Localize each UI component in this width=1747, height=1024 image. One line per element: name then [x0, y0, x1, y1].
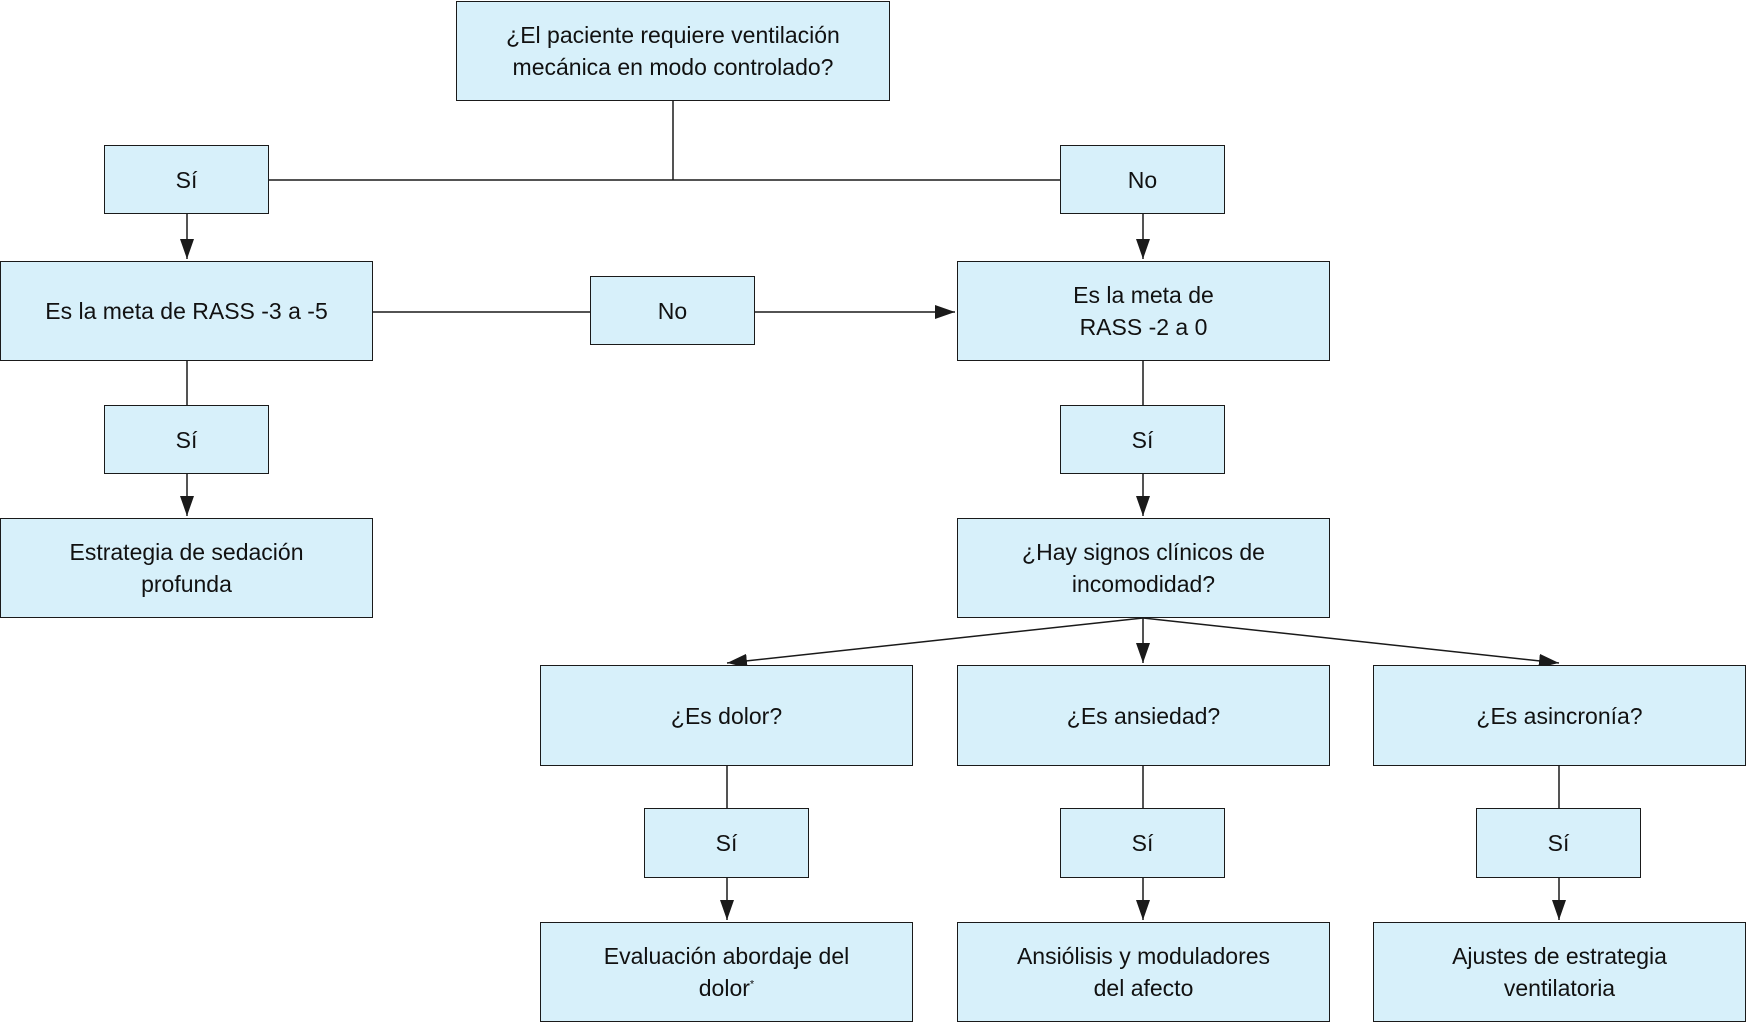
deep-sedation-strategy-box: Estrategia de sedación profunda — [0, 518, 373, 618]
yes-asynchrony-label: Sí — [1547, 830, 1570, 856]
asynchrony-question-box: ¿Es asincronía? — [1373, 665, 1746, 766]
discomfort-question-line1: ¿Hay signos clínicos de — [1022, 539, 1265, 565]
pain-action-footnote-mark: * — [749, 978, 755, 991]
pain-question-label: ¿Es dolor? — [670, 702, 783, 729]
arrow-discomfort-to-pain — [726, 617, 1144, 668]
yes-ventilation-label: Sí — [175, 166, 198, 193]
no-ventilation-label: No — [1127, 166, 1158, 193]
pain-action-line2: dolor — [698, 975, 750, 1001]
deep-sedation-goal-label: Es la meta de RASS -3 a -5 — [45, 298, 328, 324]
anxiety-action-box: Ansiólisis y moduladores del afecto — [957, 922, 1330, 1022]
anxiety-question-box: ¿Es ansiedad? — [957, 665, 1330, 766]
pain-action-line1: Evaluación abordaje del — [603, 943, 850, 969]
light-sedation-goal-line1: Es la meta de — [1073, 282, 1214, 308]
yes-deep-goal-label: Sí — [175, 426, 198, 453]
question-ventilation-line1: ¿El paciente requiere ventilación — [506, 22, 840, 48]
arrow-discomfort-to-asynchrony — [1142, 617, 1560, 668]
deep-sedation-goal-box: Es la meta de RASS -3 a -5 — [0, 261, 373, 361]
light-sedation-goal-line2: RASS -2 a 0 — [1079, 314, 1208, 340]
asynchrony-action-line2: ventilatoria — [1503, 975, 1616, 1001]
yes-light-goal-label: Sí — [1131, 426, 1154, 453]
yes-deep-goal-box: Sí — [104, 405, 269, 474]
anxiety-action-line1: Ansiólisis y moduladores — [1016, 943, 1271, 969]
no-deep-goal-box: No — [590, 276, 755, 345]
anxiety-action-line2: del afecto — [1093, 975, 1194, 1001]
no-ventilation-box: No — [1060, 145, 1225, 214]
yes-anxiety-label: Sí — [1131, 830, 1154, 856]
pain-question-box: ¿Es dolor? — [540, 665, 913, 766]
yes-asynchrony-box: Sí — [1476, 808, 1641, 878]
no-deep-goal-label: No — [657, 297, 688, 324]
yes-light-goal-box: Sí — [1060, 405, 1225, 474]
deep-sedation-strategy-line1: Estrategia de sedación — [69, 539, 304, 565]
discomfort-question-line2: incomodidad? — [1071, 571, 1216, 597]
pain-action-box: Evaluación abordaje del dolor* — [540, 922, 913, 1022]
deep-sedation-strategy-line2: profunda — [141, 571, 232, 597]
asynchrony-action-line1: Ajustes de estrategia — [1452, 943, 1667, 969]
yes-pain-label: Sí — [715, 830, 738, 856]
light-sedation-goal-box: Es la meta de RASS -2 a 0 — [957, 261, 1330, 361]
anxiety-question-label: ¿Es ansiedad? — [1066, 702, 1221, 729]
asynchrony-action-box: Ajustes de estrategia ventilatoria — [1373, 922, 1746, 1022]
yes-ventilation-box: Sí — [104, 145, 269, 214]
yes-pain-box: Sí — [644, 808, 809, 878]
asynchrony-question-label: ¿Es asincronía? — [1476, 702, 1643, 729]
discomfort-question-box: ¿Hay signos clínicos de incomodidad? — [957, 518, 1330, 618]
question-ventilation-line2: mecánica en modo controlado? — [512, 54, 834, 80]
yes-anxiety-box: Sí — [1060, 808, 1225, 878]
pain-action-line2-wrap: dolor* — [604, 972, 850, 1004]
question-ventilation-box: ¿El paciente requiere ventilación mecáni… — [456, 1, 890, 101]
